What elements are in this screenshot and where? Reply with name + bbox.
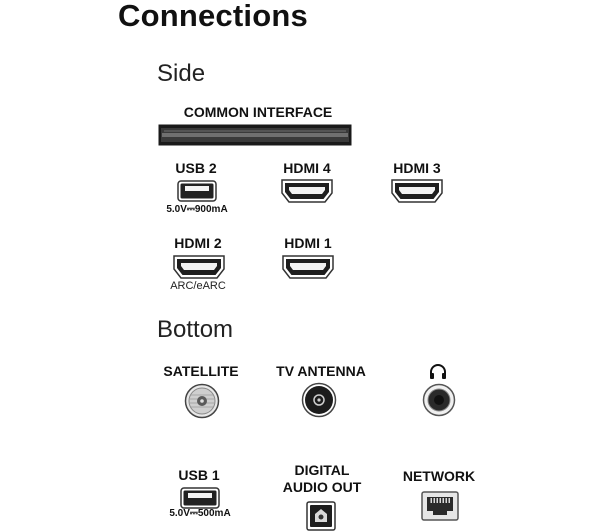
headphone-jack-icon bbox=[422, 383, 456, 417]
digital-audio-out-label-line1: DIGITAL bbox=[294, 462, 350, 478]
section-heading-bottom: Bottom bbox=[157, 316, 234, 343]
hdmi4-label: HDMI 4 bbox=[283, 160, 331, 176]
ethernet-port-icon bbox=[421, 491, 459, 521]
digital-audio-out-label-line2: AUDIO OUT bbox=[282, 479, 362, 495]
usb1-port-icon bbox=[180, 487, 220, 509]
hdmi2-label: HDMI 2 bbox=[174, 235, 222, 251]
usb2-power-rating: 5.0V⎓900mA bbox=[166, 204, 228, 215]
common-interface-label: COMMON INTERFACE bbox=[183, 104, 333, 120]
network-label: NETWORK bbox=[402, 468, 476, 484]
satellite-label: SATELLITE bbox=[163, 363, 239, 379]
usb2-port-icon bbox=[177, 180, 217, 202]
hdmi2-arc-note: ARC/eARC bbox=[170, 280, 226, 292]
usb2-label: USB 2 bbox=[175, 160, 217, 176]
tv-antenna-connector-icon bbox=[301, 382, 337, 418]
common-interface-slot-icon bbox=[158, 124, 352, 146]
hdmi3-label: HDMI 3 bbox=[393, 160, 441, 176]
usb1-label: USB 1 bbox=[178, 467, 220, 483]
digital-audio-out-label: DIGITAL AUDIO OUT bbox=[276, 462, 368, 496]
optical-port-icon bbox=[306, 501, 336, 531]
usb1-power-rating: 5.0V⎓500mA bbox=[169, 508, 231, 519]
tv-antenna-label: TV ANTENNA bbox=[276, 363, 366, 379]
headphone-icon bbox=[429, 364, 447, 380]
hdmi2-port-icon bbox=[173, 255, 225, 279]
hdmi1-label: HDMI 1 bbox=[284, 235, 332, 251]
hdmi4-port-icon bbox=[281, 179, 333, 203]
satellite-connector-icon bbox=[184, 383, 220, 419]
hdmi3-port-icon bbox=[391, 179, 443, 203]
page-title: Connections bbox=[118, 0, 308, 33]
hdmi1-port-icon bbox=[282, 255, 334, 279]
section-heading-side: Side bbox=[157, 60, 206, 87]
